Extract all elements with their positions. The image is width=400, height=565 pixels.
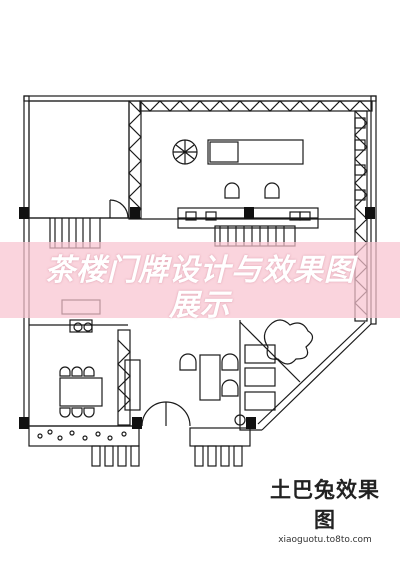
planter-strip bbox=[28, 425, 251, 467]
banner-title-line-1: 茶楼门牌设计与效果图 bbox=[45, 253, 355, 288]
watermark: 土巴兔效果图 xiaoguotu.to8to.com bbox=[260, 474, 390, 545]
columns bbox=[19, 207, 375, 429]
lounge-sofa bbox=[172, 117, 366, 201]
watermark-url: xiaoguotu.to8to.com bbox=[278, 535, 372, 545]
title-banner: 茶楼门牌设计与效果图 展示 bbox=[0, 242, 400, 323]
room-upper-left bbox=[28, 100, 130, 219]
watermark-title: 土巴兔效果图 bbox=[270, 478, 380, 532]
private-booth bbox=[179, 319, 314, 431]
banner-title-line-2: 展示 bbox=[169, 288, 231, 323]
entrance-doors bbox=[141, 401, 191, 427]
